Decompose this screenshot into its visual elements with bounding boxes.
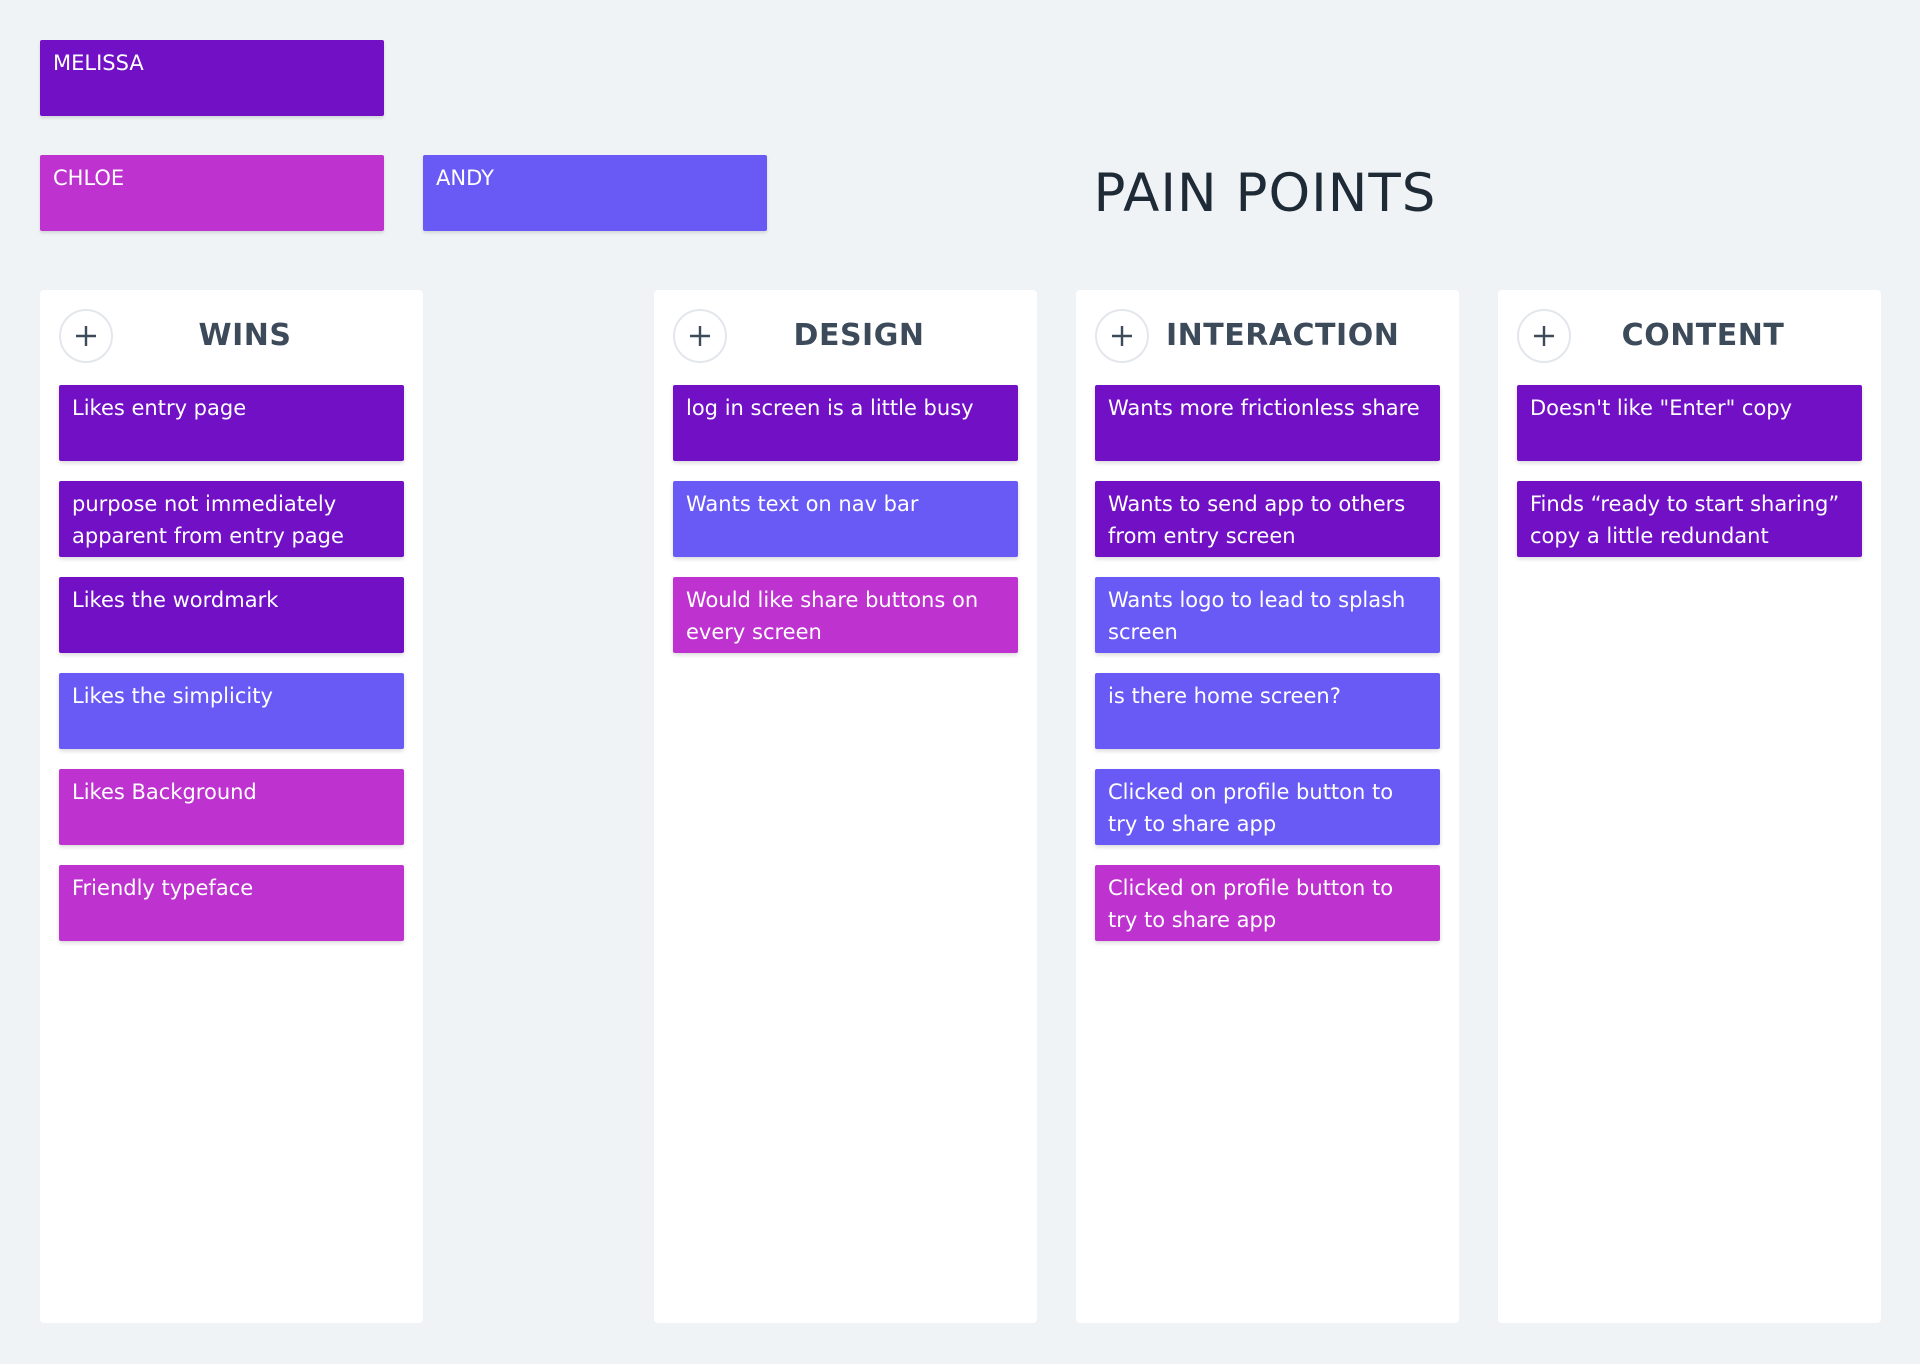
sticky-note[interactable]: Likes the simplicity (59, 673, 404, 749)
sticky-note-text: purpose not immediately apparent from en… (72, 492, 344, 548)
sticky-note-text: Doesn't like "Enter" copy (1530, 396, 1793, 420)
sticky-note-text: Likes Background (72, 780, 257, 804)
sticky-note[interactable]: Wants logo to lead to splash screen (1095, 577, 1440, 653)
column-wins: WINS Likes entry page purpose not immedia… (40, 290, 423, 1323)
page-title: PAIN POINTS (1093, 163, 1437, 224)
sticky-note-text: Wants more frictionless share (1108, 396, 1420, 420)
sticky-note[interactable]: Doesn't like "Enter" copy (1517, 385, 1862, 461)
sticky-note[interactable]: Would like share buttons on every screen (673, 577, 1018, 653)
column-title: WINS (198, 318, 292, 353)
sticky-note[interactable]: Likes entry page (59, 385, 404, 461)
legend-tag-label: ANDY (436, 166, 494, 190)
legend-tag-andy[interactable]: ANDY (423, 155, 767, 231)
plus-icon (76, 326, 96, 346)
sticky-note[interactable]: Likes Background (59, 769, 404, 845)
sticky-note-text: log in screen is a little busy (686, 396, 974, 420)
sticky-note[interactable]: Finds “ready to start sharing” copy a li… (1517, 481, 1862, 557)
sticky-note[interactable]: is there home screen? (1095, 673, 1440, 749)
add-note-button[interactable] (1095, 309, 1149, 363)
legend-tag-chloe[interactable]: CHLOE (40, 155, 384, 231)
legend-tag-label: MELISSA (53, 51, 144, 75)
legend-tag-melissa[interactable]: MELISSA (40, 40, 384, 116)
sticky-note-text: Wants logo to lead to splash screen (1108, 588, 1406, 644)
add-note-button[interactable] (1517, 309, 1571, 363)
sticky-note[interactable]: Friendly typeface (59, 865, 404, 941)
sticky-note-text: Would like share buttons on every screen (686, 588, 979, 644)
sticky-note-text: Wants to send app to others from entry s… (1108, 492, 1406, 548)
column-interaction: INTERACTION Wants more frictionless shar… (1076, 290, 1459, 1323)
plus-icon (1112, 326, 1132, 346)
sticky-note-text: Likes entry page (72, 396, 247, 420)
add-note-button[interactable] (673, 309, 727, 363)
column-title: DESIGN (793, 318, 925, 353)
sticky-note[interactable]: Likes the wordmark (59, 577, 404, 653)
column-header: CONTENT (1498, 290, 1881, 380)
sticky-note-text: Clicked on profile button to try to shar… (1108, 780, 1394, 836)
sticky-note[interactable]: Wants to send app to others from entry s… (1095, 481, 1440, 557)
sticky-note-text: Clicked on profile button to try to shar… (1108, 876, 1394, 932)
sticky-note-text: Wants text on nav bar (686, 492, 919, 516)
sticky-note[interactable]: Clicked on profile button to try to shar… (1095, 865, 1440, 941)
sticky-note[interactable]: log in screen is a little busy (673, 385, 1018, 461)
plus-icon (1534, 326, 1554, 346)
column-header: WINS (40, 290, 423, 380)
sticky-note-text: Friendly typeface (72, 876, 254, 900)
sticky-note-text: Likes the simplicity (72, 684, 273, 708)
sticky-note[interactable]: Clicked on profile button to try to shar… (1095, 769, 1440, 845)
column-header: DESIGN (654, 290, 1037, 380)
sticky-note-text: Likes the wordmark (72, 588, 279, 612)
column-title: CONTENT (1621, 318, 1785, 353)
plus-icon (690, 326, 710, 346)
sticky-note[interactable]: Wants text on nav bar (673, 481, 1018, 557)
legend-tag-label: CHLOE (53, 166, 125, 190)
column-title: INTERACTION (1166, 318, 1400, 353)
sticky-note-text: Finds “ready to start sharing” copy a li… (1530, 492, 1840, 548)
sticky-note-text: is there home screen? (1108, 684, 1341, 708)
sticky-note[interactable]: purpose not immediately apparent from en… (59, 481, 404, 557)
sticky-note[interactable]: Wants more frictionless share (1095, 385, 1440, 461)
column-header: INTERACTION (1076, 290, 1459, 380)
add-note-button[interactable] (59, 309, 113, 363)
